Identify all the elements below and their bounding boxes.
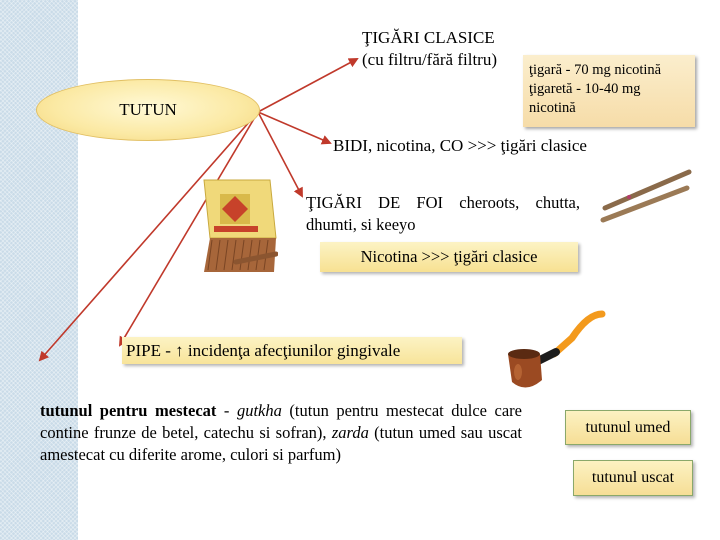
tutunul-umed-box: tutunul umed [565,410,691,445]
nicotine-info-box: ţigară - 70 mg nicotină ţigaretă - 10-40… [523,55,695,127]
info-line-tigara: ţigară - 70 mg nicotină [529,62,662,78]
tigari-de-foi-text: ŢIGĂRI DE FOI cheroots, chutta, dhumti, … [306,193,580,234]
tutun-center-node: TUTUN [36,79,260,141]
cigarillos-image [597,158,695,236]
bidi-description: , nicotina, CO >>> ţigări clasice [367,136,587,155]
tutun-mestecat-text: tutunul pentru mestecat - gutkha (tutun … [40,400,522,466]
nicotina-text: Nicotina >>> ţigări clasice [360,247,538,266]
mestecat-gutkha: gutkha [236,401,282,420]
info-line-nicotina: nicotină [529,100,576,116]
bidi-bold-label: BIDI [333,136,368,155]
mestecat-zarda: zarda [331,423,369,442]
mestecat-desc-1: (tutun pentru mestecat dulce care contin… [40,401,523,442]
tutunul-uscat-box: tutunul uscat [573,460,693,496]
bidi-text: BIDI, nicotina, CO >>> ţigări clasice [333,136,587,156]
mestecat-desc-2: (tutun umed sau uscat amestecat cu difer… [40,423,523,464]
pipe-image [484,308,610,400]
nicotina-box: Nicotina >>> ţigări clasice [320,242,578,272]
cigar-box-image [200,176,278,276]
arrow-to-tigari-clasice [257,58,359,113]
mestecat-dash: - [216,401,237,420]
tutunul-uscat-label: tutunul uscat [591,469,675,486]
tutunul-umed-label: tutunul umed [585,418,671,436]
info-line-tigareta: ţigaretă - 10-40 mg [529,81,641,97]
mestecat-bold: tutunul pentru mestecat [40,401,217,420]
subtitle-cu-filtru: (cu filtru/fără filtru) [362,50,497,69]
arrow-to-bidi [257,111,332,145]
title-tigari-clasice: ŢIGĂRI CLASICE [362,28,495,47]
pipe-label: PIPE - ↑ incidenţa afecţiunilor gingival… [122,337,462,364]
tutun-label: TUTUN [119,100,177,119]
